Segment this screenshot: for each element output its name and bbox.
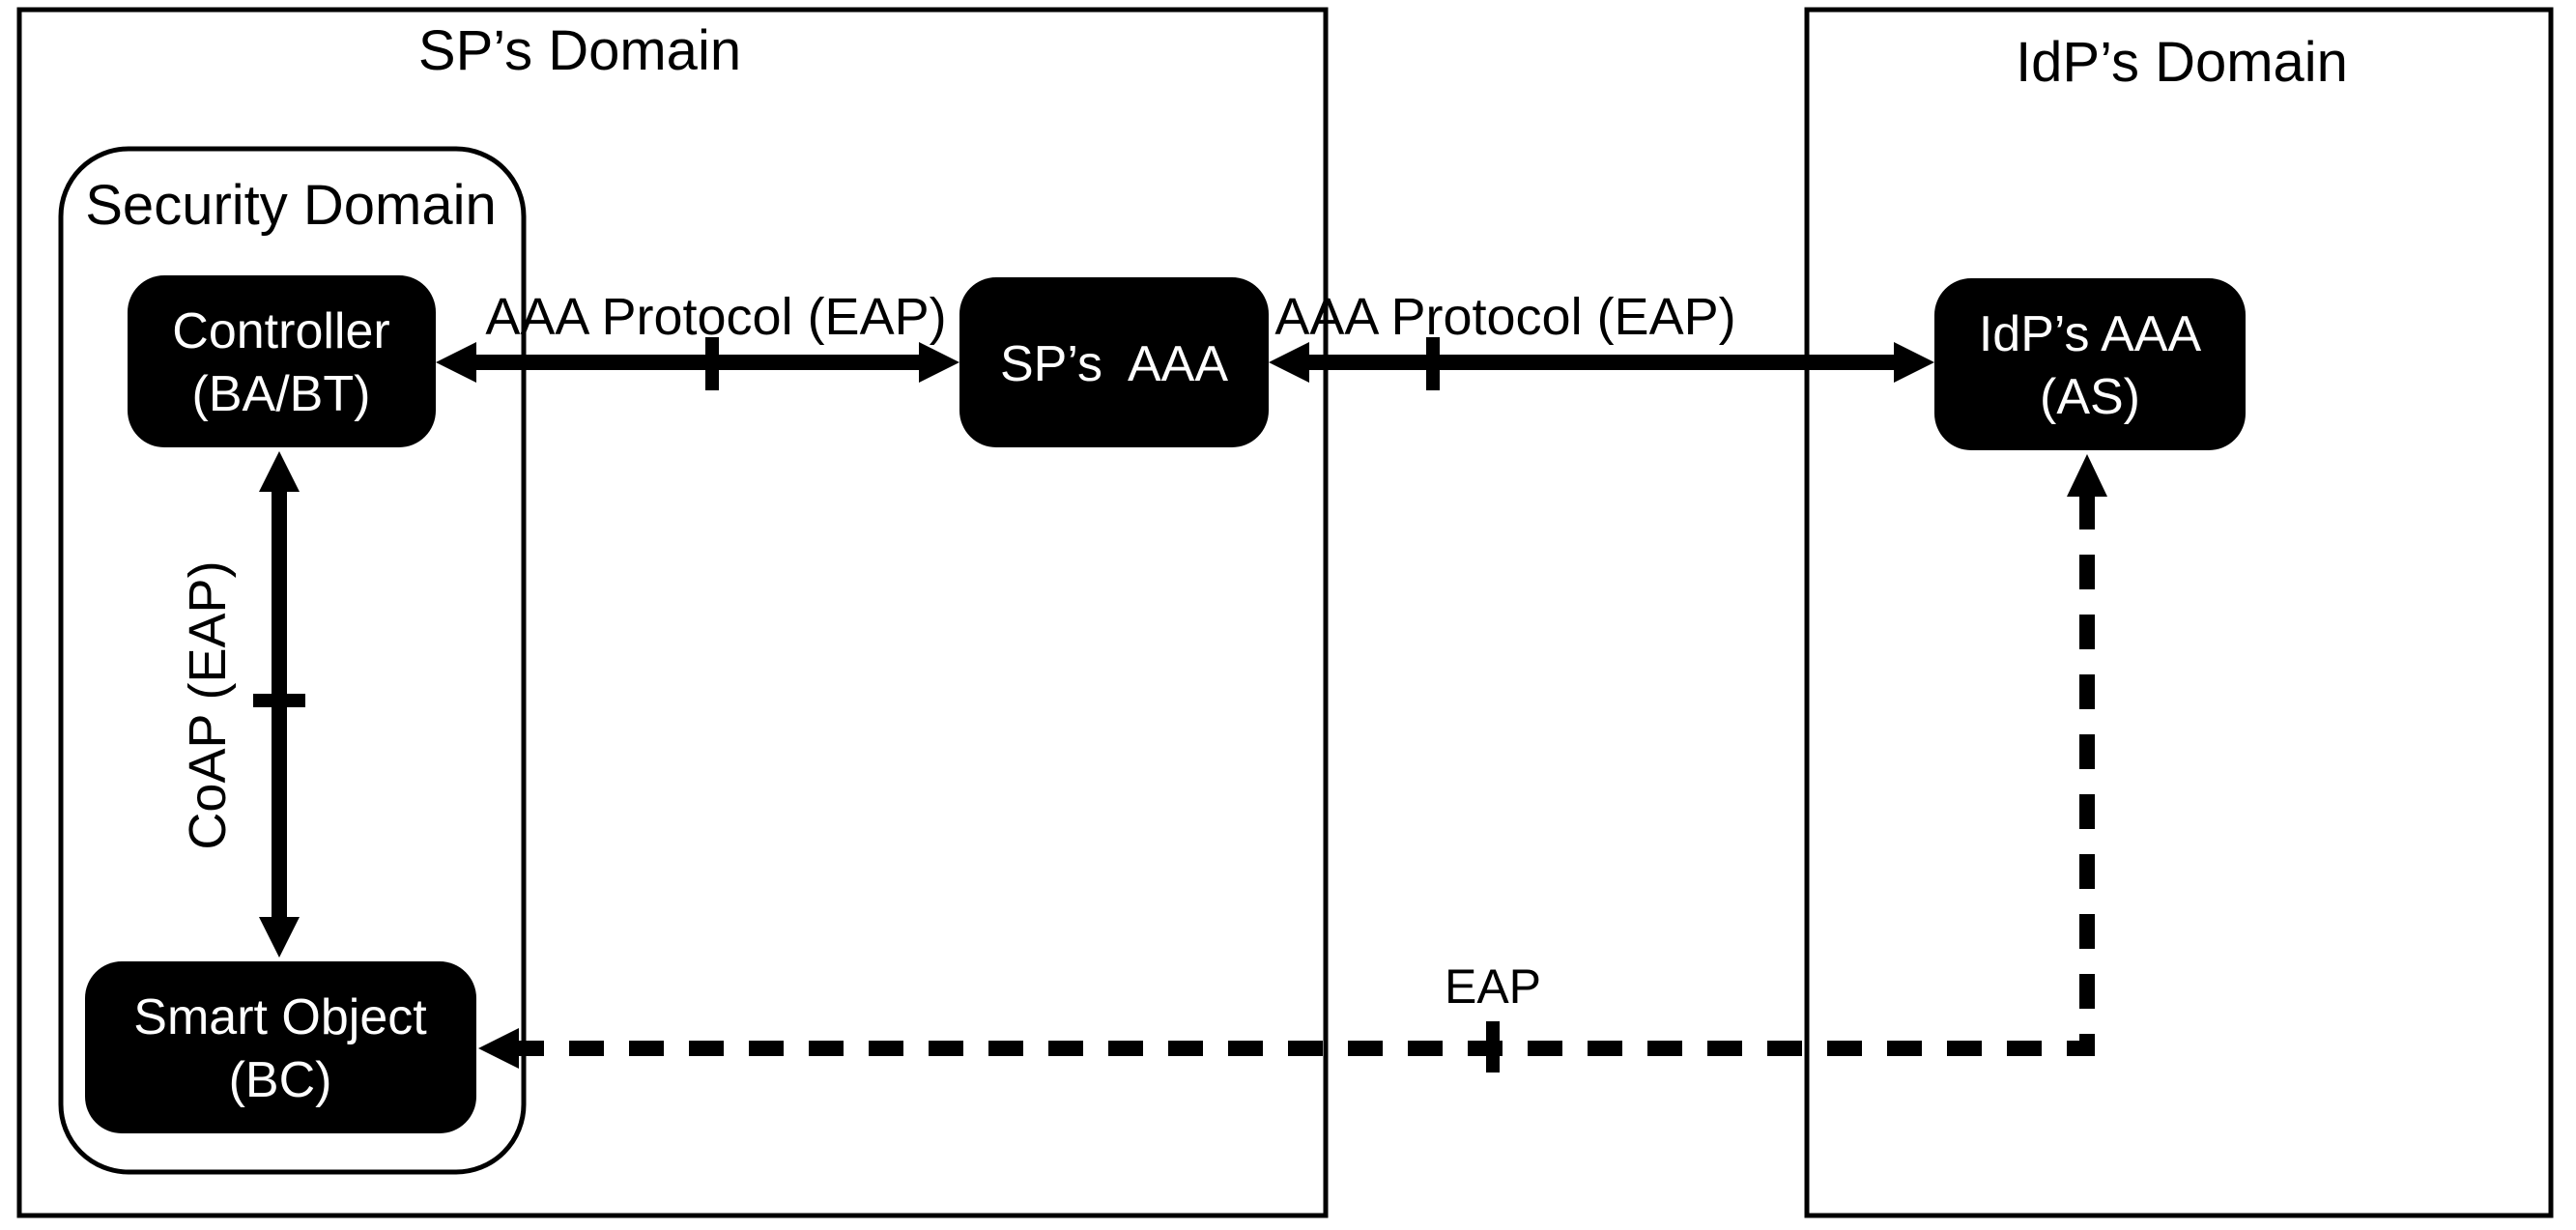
sp-aaa-box — [959, 277, 1269, 447]
sp-domain-box — [16, 7, 1329, 1218]
smart-object-box — [85, 961, 476, 1133]
node-smart-object: Smart Object (BC) — [85, 961, 476, 1133]
arrowhead-down-icon — [259, 917, 300, 958]
idp-aaa-label-line1: IdP’s AAA — [1979, 306, 2202, 362]
security-domain: Security Domain — [58, 146, 527, 1175]
controller-label-line1: Controller — [172, 303, 389, 359]
node-idp-aaa: IdP’s AAA (AS) — [1934, 278, 2246, 450]
arrowhead-right-icon — [919, 342, 959, 383]
spaaa-idpaaa-label: AAA Protocol (EAP) — [1274, 288, 1735, 346]
arrowhead-right-icon — [1894, 342, 1934, 383]
controller-label-line2: (BA/BT) — [192, 366, 371, 422]
sp-aaa-label: SP’s AAA — [1000, 336, 1228, 392]
coap-label: CoAP (EAP) — [179, 560, 237, 849]
security-domain-box — [58, 146, 527, 1175]
link-controller-spaaa: AAA Protocol (EAP) — [436, 288, 959, 390]
idp-domain-title: IdP’s Domain — [2016, 31, 2348, 94]
controller-box — [128, 275, 436, 447]
idp-aaa-label-line2: (AS) — [2040, 369, 2140, 425]
link-controller-smartobject: CoAP (EAP) — [179, 451, 305, 958]
smart-object-label-line2: (BC) — [229, 1052, 332, 1108]
eap-dashed-path — [515, 495, 2095, 1056]
idp-domain: IdP’s Domain — [1804, 7, 2554, 1218]
node-sp-aaa: SP’s AAA — [959, 277, 1269, 447]
idp-aaa-box — [1934, 278, 2246, 450]
link-spaaa-idpaaa: AAA Protocol (EAP) — [1269, 288, 1934, 390]
arrowhead-left-icon — [478, 1028, 519, 1069]
node-controller: Controller (BA/BT) — [128, 275, 436, 447]
link-idpaaa-smartobject: EAP — [478, 454, 2107, 1073]
smart-object-label-line1: Smart Object — [133, 989, 427, 1045]
arrowhead-up-icon — [259, 451, 300, 492]
sp-domain-title: SP’s Domain — [418, 19, 741, 82]
eap-label: EAP — [1445, 959, 1541, 1014]
sp-domain: SP’s Domain — [16, 7, 1329, 1218]
arrowhead-left-icon — [436, 342, 476, 383]
security-domain-title: Security Domain — [85, 174, 496, 237]
idp-domain-box — [1804, 7, 2554, 1218]
arrowhead-left-icon — [1269, 342, 1309, 383]
arrowhead-up-icon — [2067, 454, 2107, 497]
controller-spaaa-label: AAA Protocol (EAP) — [485, 288, 946, 346]
